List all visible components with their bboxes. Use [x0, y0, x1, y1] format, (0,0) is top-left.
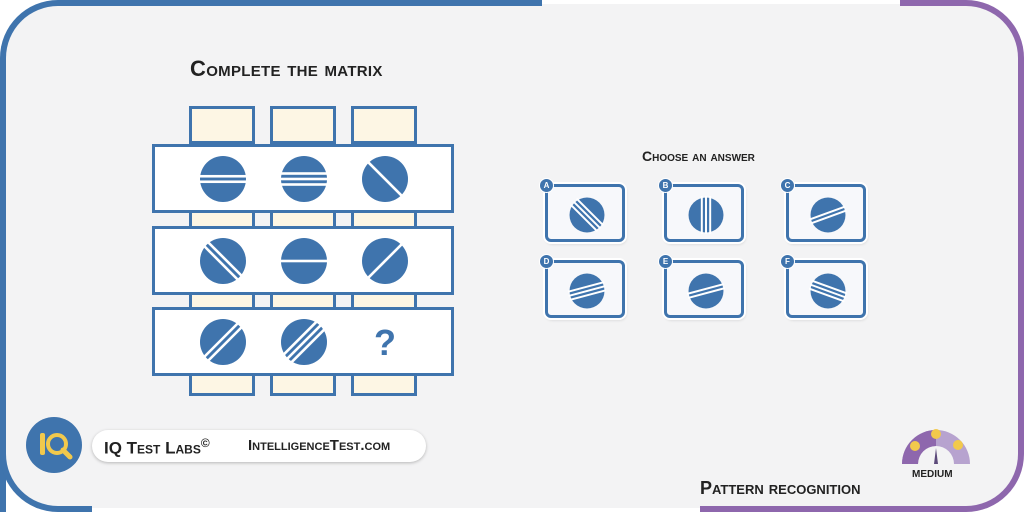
- figure-stripe: [279, 177, 329, 181]
- figure-stripe: [810, 209, 847, 225]
- figure-stripe: [202, 244, 240, 282]
- figure-stripe: [206, 325, 244, 363]
- iq-magnifier-icon: [26, 417, 82, 473]
- figure-stripe: [809, 287, 845, 303]
- answer-option-label: C: [780, 178, 795, 193]
- brand-bar: [92, 430, 426, 462]
- answer-option-label: B: [658, 178, 673, 193]
- brand-name: IQ Test Labs©: [104, 436, 210, 459]
- figure-stripe: [198, 174, 248, 178]
- brand-site-link[interactable]: IntelligenceTest.com: [248, 437, 391, 454]
- figure-stripe: [569, 203, 599, 233]
- matrix-cell-r3-c1: [200, 319, 246, 365]
- figure-stripe: [700, 196, 703, 234]
- matrix-cell-r2-c3: [362, 238, 408, 284]
- brand-name-text: IQ Test Labs: [104, 438, 201, 458]
- answer-option-a[interactable]: A: [539, 178, 625, 242]
- answer-option-e-figure: [687, 273, 725, 309]
- answer-option-e[interactable]: E: [658, 254, 744, 318]
- figure-stripe: [198, 180, 248, 184]
- column-tab-top: [351, 106, 417, 144]
- figure-stripe: [206, 240, 244, 278]
- figure-stripe: [687, 283, 725, 295]
- figure-stripe: [366, 160, 404, 198]
- figure-stripe: [575, 197, 605, 227]
- frame-border-left: [0, 0, 542, 512]
- figure-stripe: [568, 281, 605, 293]
- figure-disc: [810, 197, 846, 233]
- matrix-cell-r3-c2: [281, 319, 327, 365]
- answer-option-c[interactable]: C: [780, 178, 866, 242]
- missing-cell-question-mark: ?: [374, 322, 396, 363]
- answer-option-a-figure: [569, 197, 605, 233]
- answer-option-f[interactable]: F: [780, 254, 866, 318]
- matrix-cell-r2-c2: [279, 238, 329, 284]
- difficulty-label: MEDIUM: [912, 469, 953, 480]
- figure-stripe: [279, 183, 329, 186]
- figure-stripe: [811, 279, 847, 295]
- answer-prompt: Choose an answer: [642, 148, 755, 164]
- figure-stripe: [366, 242, 404, 280]
- figure-stripe: [289, 327, 327, 365]
- answer-option-f-figure: [809, 273, 847, 309]
- figure-stripe: [285, 323, 323, 361]
- matrix-cell-r1-c1: [198, 156, 248, 202]
- matrix-cell-r1-c3: [362, 156, 408, 202]
- figure-stripe: [202, 321, 240, 359]
- answer-option-b-figure: [688, 196, 724, 234]
- figure-stripe: [709, 196, 712, 234]
- frame-border-left-bottom: [0, 420, 92, 512]
- answer-option-label: A: [539, 178, 554, 193]
- answer-option-b[interactable]: B: [658, 178, 744, 242]
- figure-disc: [200, 238, 246, 284]
- puzzle-title: Complete the matrix: [190, 56, 383, 81]
- matrix-cell-r2-c1: [200, 238, 246, 284]
- figure-stripe: [569, 289, 606, 301]
- figure-disc: [200, 319, 246, 365]
- answer-option-label: D: [539, 254, 554, 269]
- answer-option-d[interactable]: D: [539, 254, 625, 318]
- figure-stripe: [809, 283, 847, 299]
- figure-stripe: [281, 319, 319, 357]
- figure-stripe: [279, 259, 329, 263]
- column-tab-top: [189, 106, 255, 144]
- answer-option-c-figure: [809, 197, 847, 233]
- figure-stripe: [809, 205, 846, 221]
- matrix-cell-r1-c2: [279, 156, 329, 202]
- puzzle-category: Pattern recognition: [700, 478, 861, 498]
- answer-option-d-figure: [568, 273, 606, 309]
- answer-option-label: F: [780, 254, 795, 269]
- answer-option-label: E: [658, 254, 673, 269]
- frame-border-bottom-right: [700, 506, 910, 512]
- figure-stripe: [687, 287, 725, 299]
- copyright-symbol: ©: [200, 436, 210, 450]
- figure-stripe: [279, 172, 329, 175]
- figure-stripe: [572, 200, 602, 230]
- figure-stripe: [705, 196, 707, 234]
- difficulty-gauge-icon: [902, 429, 970, 464]
- column-tab-top: [270, 106, 336, 144]
- figure-stripe: [568, 285, 606, 297]
- frame-border-right: [900, 0, 1024, 512]
- figure-disc: [200, 156, 246, 202]
- figure-disc: [688, 273, 724, 309]
